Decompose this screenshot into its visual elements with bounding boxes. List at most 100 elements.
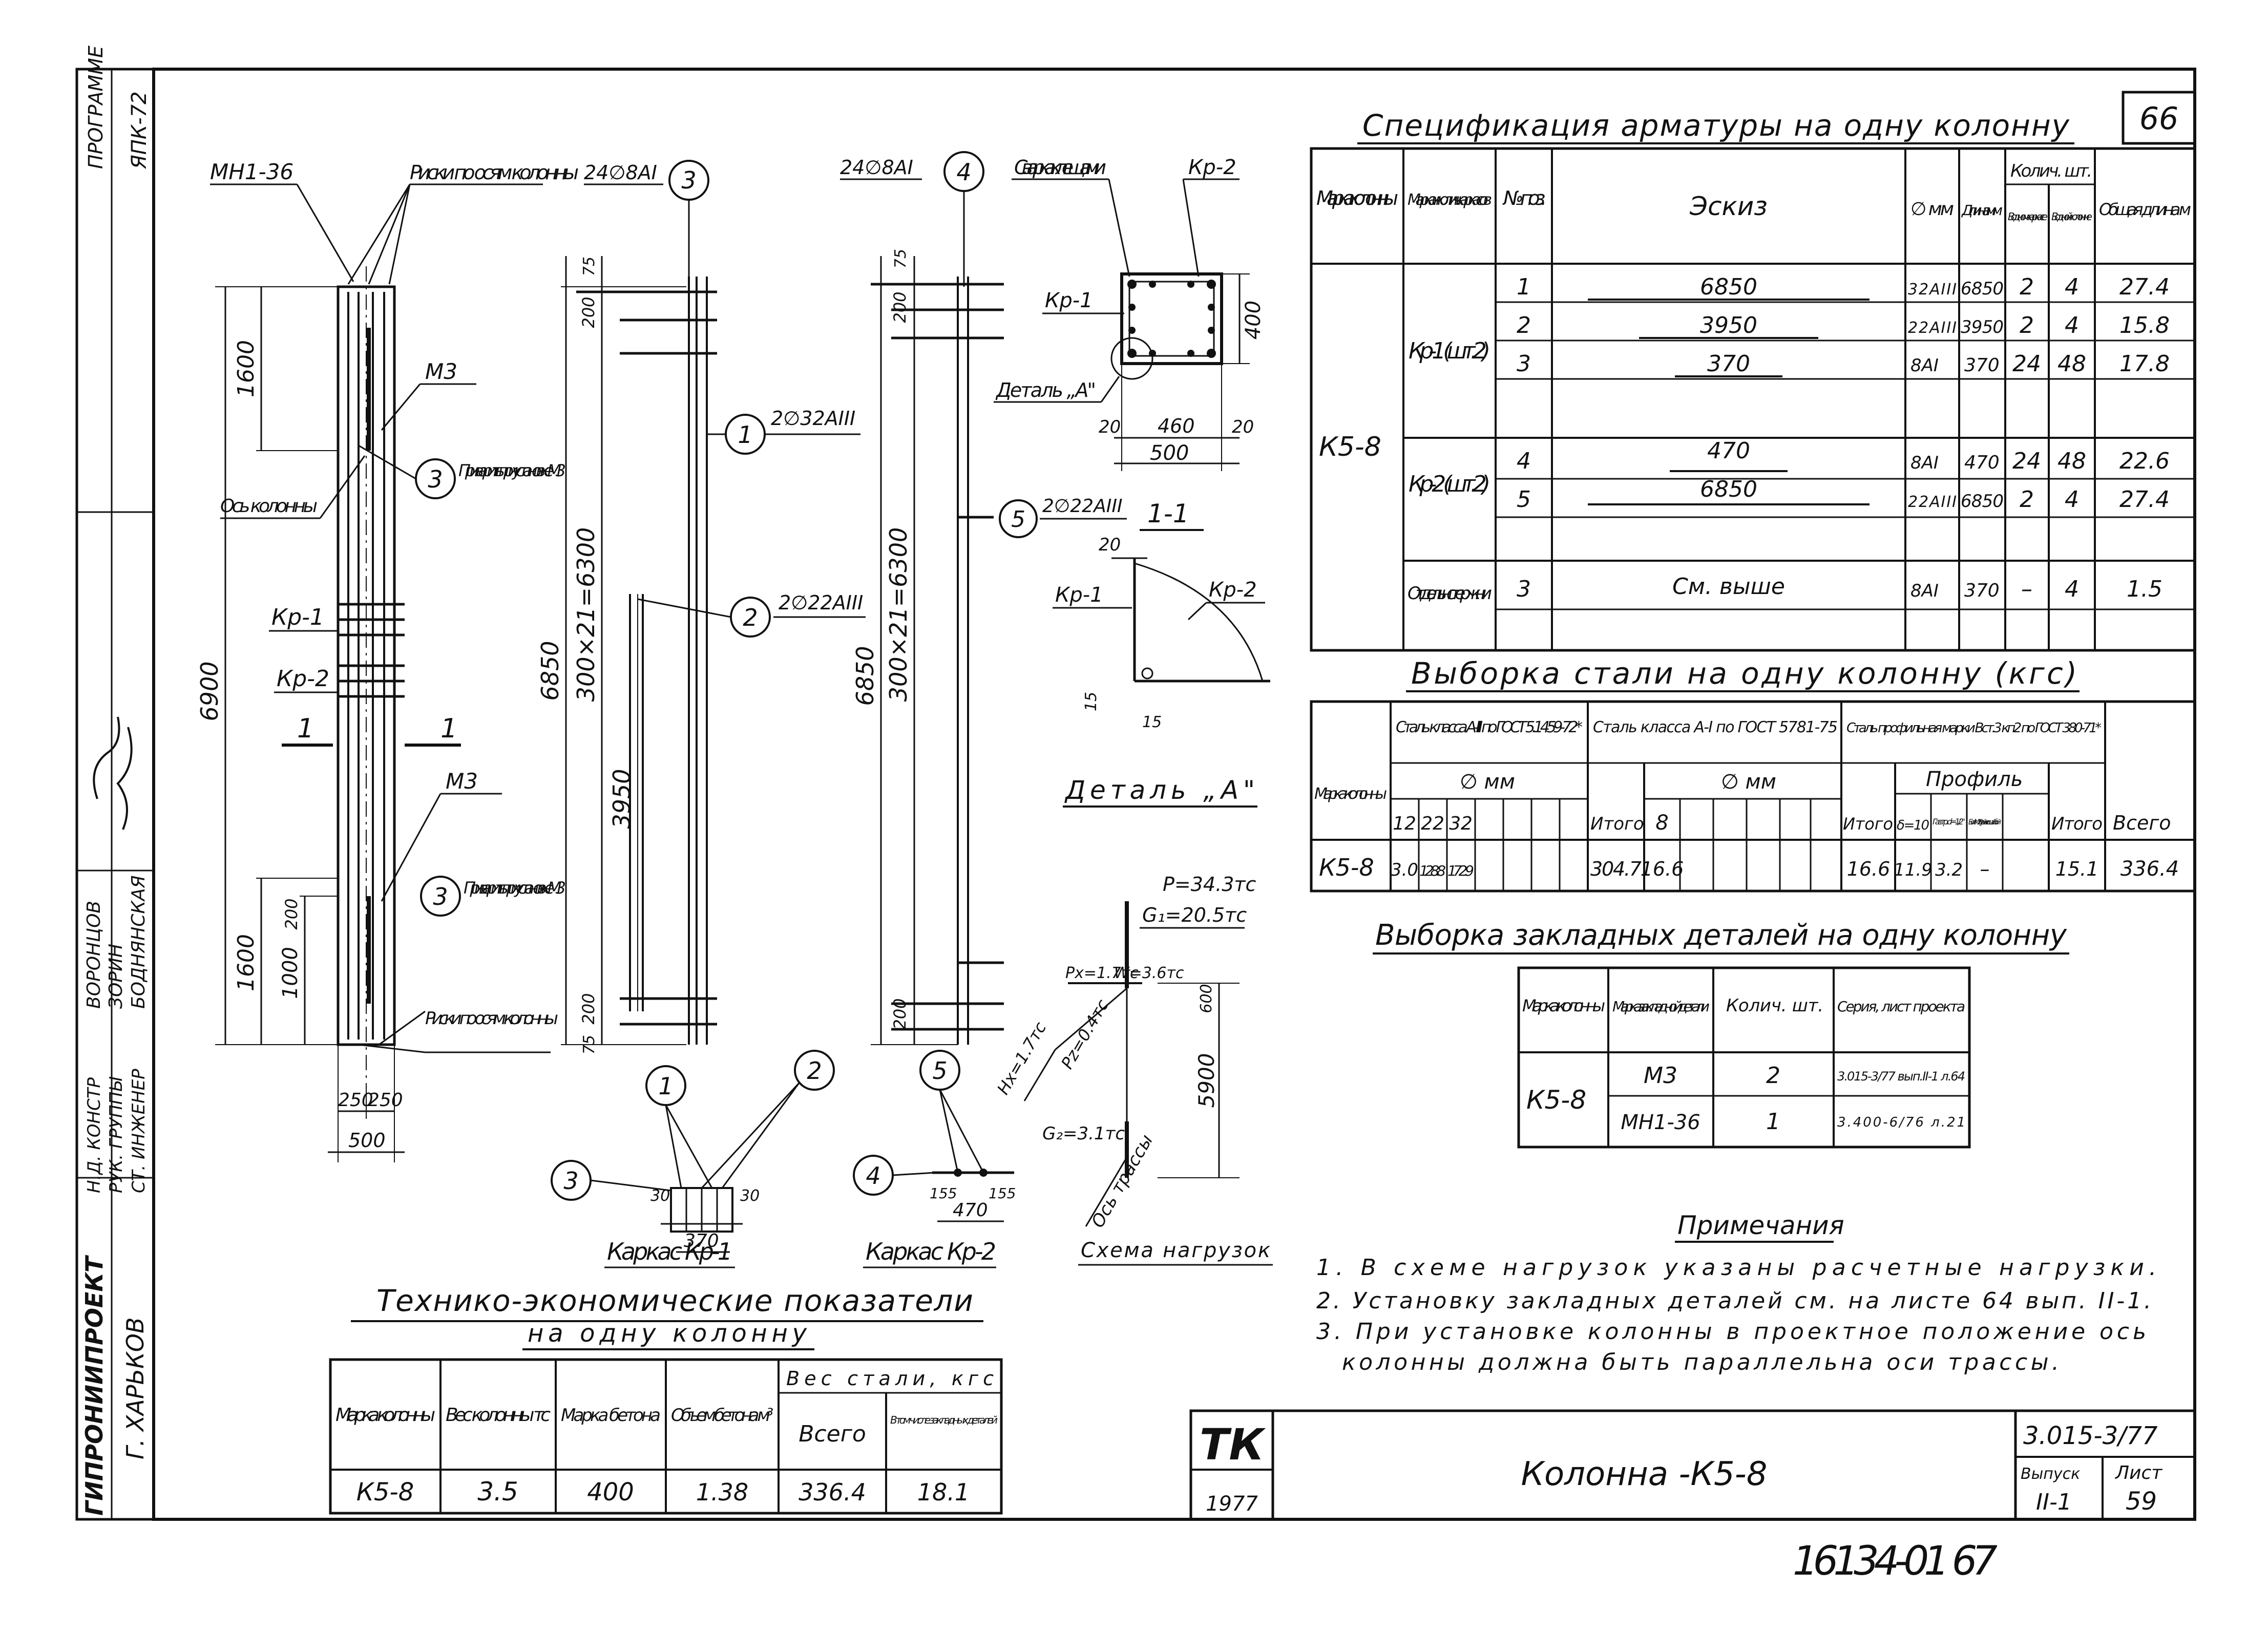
spec-r1-q2: 4 [2065, 274, 2079, 300]
weld-note-top: Приварить при установке М3 [458, 461, 566, 480]
spec-r6-sketch: См. выше [1672, 574, 1785, 600]
spec-title: Спецификация арматуры на одну колонну [1362, 108, 2070, 143]
karkas-kr1-title: Каркас Кр-1 [607, 1238, 732, 1265]
label-bar-4: 24∅8АI [840, 156, 913, 179]
dim-5900: 5900 [1194, 1053, 1219, 1108]
dim-500-section: 500 [1150, 441, 1189, 465]
spec-r6-pos: 3 [1517, 576, 1531, 602]
sheet-value: 59 [2126, 1487, 2157, 1516]
steel-sub-8: 8 [1655, 811, 1668, 835]
strip-name-2: ЗОРИН [106, 944, 127, 1009]
callout-5-bottom-num: 5 [932, 1057, 947, 1085]
dim-75-k1: 75 [580, 257, 598, 276]
dim-6900: 6900 [196, 661, 223, 721]
spec-r6-total: 1.5 [2127, 576, 2162, 602]
spec-r4-total: 22.6 [2119, 448, 2170, 474]
emb-column: К5-8 [1526, 1085, 1586, 1115]
dim-250-a: 250 [338, 1090, 373, 1111]
spec-table [1310, 147, 2196, 652]
spec-r2-q1: 2 [2020, 312, 2034, 338]
dim-500-left: 500 [348, 1129, 386, 1152]
dim-15-a: 15 [1082, 692, 1100, 711]
dim-1600-bottom: 1600 [233, 934, 259, 991]
note-3: 3. При установке колонны в проектное пол… [1316, 1319, 2146, 1345]
spec-h-diam: ∅ мм [1910, 199, 1954, 220]
spec-r2-sketch: 3950 [1700, 312, 1757, 338]
label-kr1: Кр-1 [271, 604, 324, 630]
spec-r4-q2: 48 [2057, 448, 2086, 474]
callout-3a-num: 3 [428, 465, 443, 493]
spec-group-kr1: Кр-1 (шт.2) [1409, 338, 1490, 364]
spec-r2-pos: 2 [1517, 312, 1531, 338]
label-kr2-top: Кр-2 [1188, 156, 1236, 179]
steel-row-c-total: 15.1 [2055, 858, 2099, 880]
signature [93, 716, 133, 830]
steel-row-a32: 172.9 [1447, 862, 1474, 879]
steel-table [1310, 700, 2196, 893]
section-title-1-1: 1-1 [1147, 499, 1189, 528]
spec-group-separate: Отдельн. стержни [1408, 583, 1492, 604]
spec-r1-pos: 1 [1517, 274, 1531, 300]
tech-h-mark: Марка колонны [335, 1405, 435, 1426]
spec-r5-sketch: 6850 [1700, 476, 1757, 502]
callout-3-bottom-num: 3 [563, 1167, 578, 1195]
callout-5 [999, 499, 1038, 538]
load-w: W=3.6тс [1114, 964, 1184, 982]
spec-h-karkas: Марка и колич. каркасов [1408, 191, 1492, 209]
issue-label: Выпуск [2021, 1465, 2080, 1483]
spec-r5-total: 27.4 [2119, 486, 2170, 513]
tech-row-weight: 3.5 [477, 1477, 518, 1507]
load-g2: G₂=3.1тс [1042, 1123, 1125, 1144]
strip-program: ПРОГРАММЕ [85, 46, 107, 169]
spec-r2-len: 3950 [1961, 317, 2004, 337]
emb-r1-qty: 2 [1766, 1063, 1780, 1089]
callout-1-bottom-num: 1 [658, 1072, 673, 1100]
callout-4-top-num: 4 [956, 158, 971, 186]
steel-sub-pipe: Газ.тр. d=1/2" [1933, 817, 1965, 826]
dim-250-b: 250 [368, 1090, 403, 1111]
tech-row-concrete: 400 [587, 1478, 634, 1507]
spec-h-pos: № поз. [1502, 187, 1547, 209]
spec-r5-pos: 5 [1517, 486, 1531, 513]
spec-r3-d: 8АI [1910, 355, 1939, 376]
load-p: P=34.3тс [1163, 873, 1256, 896]
section-mark-right: 1 [440, 713, 457, 744]
emb-r2-qty: 1 [1766, 1109, 1780, 1135]
spec-r3-q1: 24 [2012, 351, 2041, 377]
steel-h-dmm-b: ∅ мм [1721, 770, 1776, 794]
issue-value: II-1 [2036, 1489, 2072, 1515]
dim-300x21-k2: 300×21=6300 [885, 527, 912, 702]
spec-r1-total: 27.4 [2119, 274, 2170, 300]
spec-r6-len: 370 [1964, 580, 2000, 601]
emb-r2-series: 3.400-6/76 л.21 [1837, 1115, 1965, 1130]
steel-row-all: 336.4 [2120, 857, 2179, 881]
steel-sub-delta: δ=10 [1897, 818, 1929, 833]
label-detail-a-ref: Деталь „А" [995, 379, 1096, 401]
spec-r5-d: 22АIII [1908, 493, 1957, 511]
dim-200-k1: 200 [579, 296, 598, 328]
tech-table [329, 1358, 1003, 1515]
label-m3-top: М3 [425, 359, 457, 384]
embedded-table [1517, 966, 1971, 1149]
spec-r3-q2: 48 [2057, 351, 2086, 377]
spec-r3-pos: 3 [1517, 351, 1531, 377]
callout-4-bottom-num: 4 [866, 1162, 880, 1190]
load-px: Pх=1.7тс [1065, 964, 1139, 982]
detail-a-title: Деталь „А" [1064, 775, 1255, 805]
label-m3-bottom: М3 [446, 769, 478, 794]
left-strip [75, 68, 155, 1521]
steel-h-itogo-b: Итого [1843, 814, 1893, 834]
spec-column-mark: К5-8 [1319, 432, 1381, 462]
callout-3b-num: 3 [433, 883, 448, 910]
spec-r5-q2: 4 [2065, 486, 2079, 513]
callout-3-top-num: 3 [681, 166, 696, 194]
spec-h-column: Марка колонны [1316, 187, 1398, 209]
label-rebar-5: 2∅22АIII [1042, 496, 1123, 517]
dim-470-section: 470 [953, 1200, 988, 1221]
tech-subtitle: на одну колонну [528, 1319, 807, 1348]
strip-role-1: Н.Д. КОНСТР [84, 1077, 104, 1193]
weld-note-bottom: Приварить при установке М3 [464, 878, 566, 898]
strip-role-2: РУК. ГРУППЫ [106, 1076, 127, 1193]
callout-5-num: 5 [1011, 506, 1025, 533]
strip-name-3: БОДНЯНСКАЯ [128, 875, 149, 1009]
